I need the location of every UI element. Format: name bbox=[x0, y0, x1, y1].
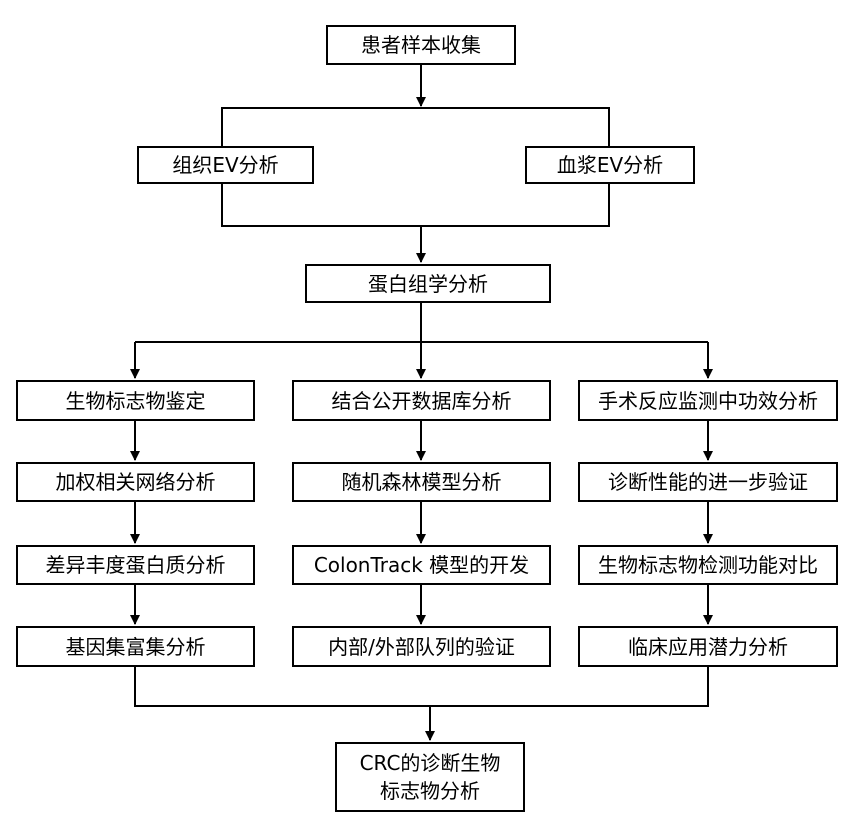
node-clinical-potential: 临床应用潜力分析 bbox=[578, 626, 838, 667]
node-weighted-network: 加权相关网络分析 bbox=[16, 462, 255, 502]
node-biomarker-id: 生物标志物鉴定 bbox=[16, 380, 255, 421]
node-cohort-validation: 内部/外部队列的验证 bbox=[292, 626, 551, 667]
connector-merge-tissue bbox=[221, 184, 421, 227]
node-random-forest: 随机森林模型分析 bbox=[292, 462, 551, 502]
node-surgery-monitor: 手术反应监测中功效分析 bbox=[578, 380, 838, 421]
node-colontrack: ColonTrack 模型的开发 bbox=[292, 545, 551, 585]
node-proteomics: 蛋白组学分析 bbox=[305, 264, 551, 303]
node-diag-validation: 诊断性能的进一步验证 bbox=[578, 462, 838, 502]
node-tissue-ev: 组织EV分析 bbox=[137, 146, 314, 184]
connector-split-right bbox=[421, 107, 610, 146]
node-gsea: 基因集富集分析 bbox=[16, 626, 255, 667]
node-final: CRC的诊断生物 标志物分析 bbox=[335, 742, 525, 812]
connector-split-left bbox=[221, 107, 421, 146]
node-diff-protein: 差异丰度蛋白质分析 bbox=[16, 545, 255, 585]
node-biomarker-compare: 生物标志物检测功能对比 bbox=[578, 545, 838, 585]
connector-merge-plasma bbox=[421, 184, 610, 227]
node-public-db: 结合公开数据库分析 bbox=[292, 380, 551, 421]
connector-bottom-left bbox=[134, 667, 709, 707]
node-sample-collection: 患者样本收集 bbox=[326, 25, 516, 65]
node-plasma-ev: 血浆EV分析 bbox=[525, 146, 695, 184]
